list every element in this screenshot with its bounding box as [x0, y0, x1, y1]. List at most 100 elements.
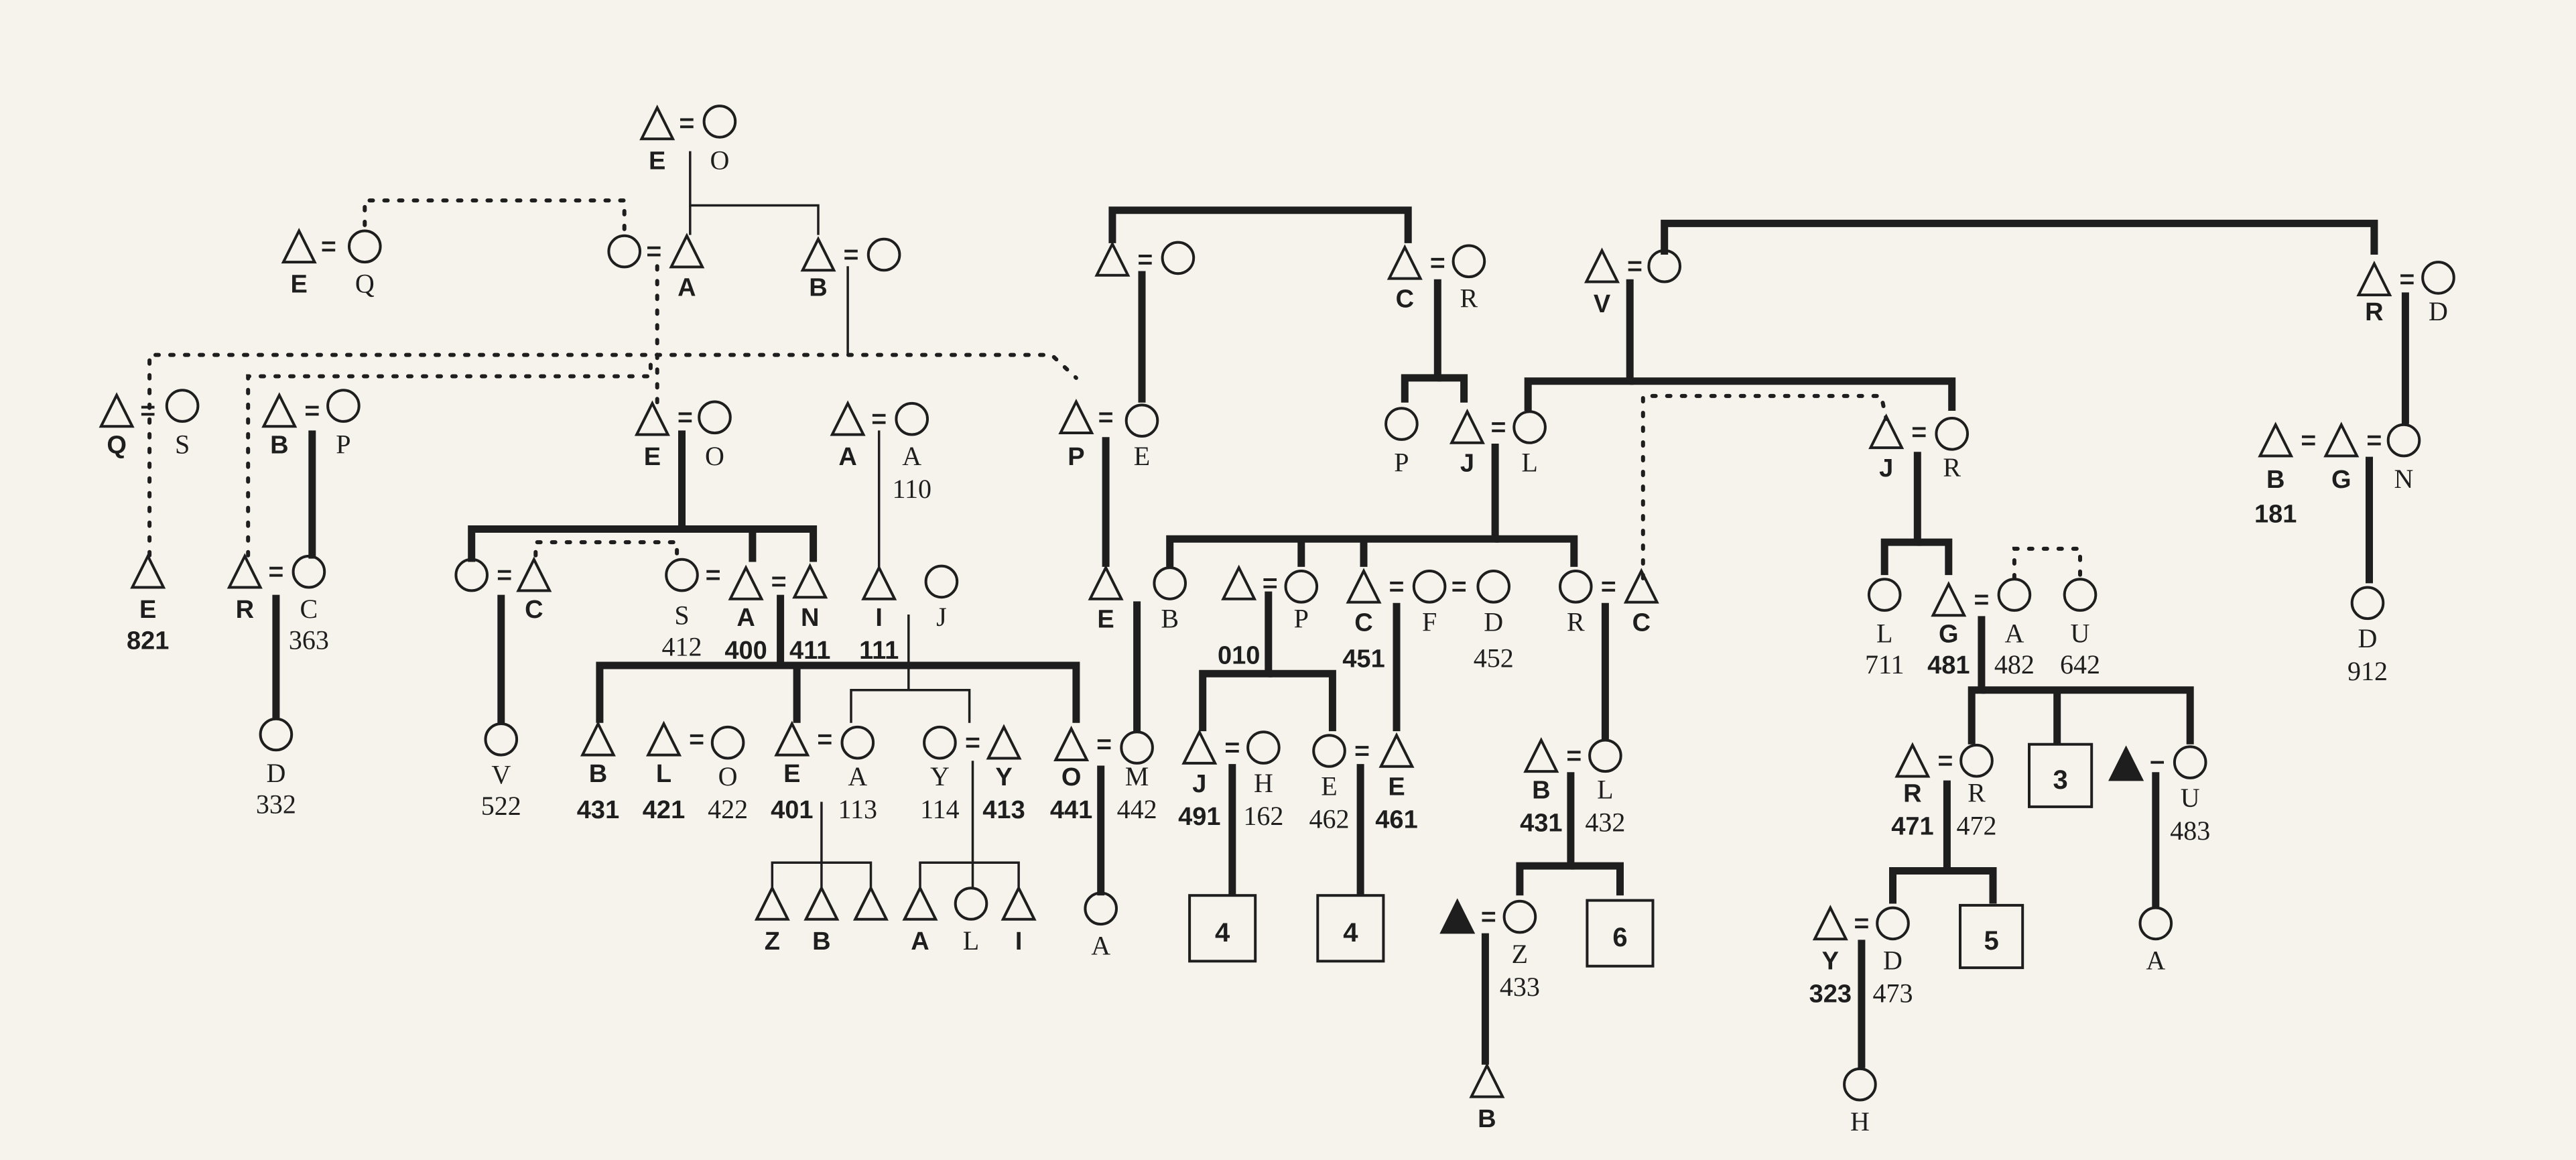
kin-label: M: [1125, 761, 1149, 791]
kin-label: H: [1254, 768, 1273, 798]
kin-label: P: [1394, 448, 1409, 478]
kin-label: 462: [1309, 804, 1350, 834]
kin-line: [147, 352, 1078, 558]
kin-label: A: [2146, 946, 2165, 976]
kin-label: 421: [643, 796, 685, 824]
triangle-male-icon: [580, 720, 616, 757]
triangle-male-icon: [99, 392, 135, 428]
circle-female-icon: [607, 234, 642, 269]
triangle-male-icon: [281, 228, 317, 264]
kin-label: I: [875, 604, 883, 632]
kin-label: 481: [1927, 651, 1970, 680]
kin-label: E: [1321, 771, 1337, 801]
kin-label: E: [1097, 606, 1114, 634]
circle-female-icon: [2173, 745, 2207, 779]
kin-label: V: [1594, 290, 1611, 318]
kin-label: 452: [1474, 643, 1514, 673]
kin-label: 471: [1891, 813, 1933, 841]
kin-label: E: [291, 270, 308, 298]
kin-label: 400: [724, 637, 767, 665]
triangle-male-icon: [754, 885, 790, 921]
circle-female-icon: [2138, 906, 2173, 941]
kin-label: 522: [481, 791, 521, 821]
kin-label: 401: [771, 796, 813, 824]
circle-female-icon: [326, 389, 361, 423]
triangle-male-icon: [645, 720, 682, 757]
kin-label: 4: [1343, 918, 1358, 948]
kin-label: B: [270, 432, 288, 460]
kin-label: A: [1091, 931, 1110, 961]
kin-label: 3: [2053, 765, 2067, 795]
kin-label: B: [2266, 466, 2284, 494]
kin-label: R: [1943, 452, 1961, 482]
circle-female-icon: [924, 564, 959, 599]
kin-label: 711: [1865, 649, 1905, 680]
triangle-male-icon: [1001, 885, 1037, 921]
kin-line: [1640, 393, 1888, 580]
kin-label: Y: [995, 763, 1012, 791]
kin-label: E: [649, 147, 665, 176]
circle-female-icon: [1476, 570, 1510, 604]
kin-label: C: [1396, 285, 1414, 314]
circle-female-icon: [1246, 730, 1281, 765]
kin-label: B: [812, 927, 830, 956]
circle-female-icon: [1843, 1067, 1877, 1102]
triangle-male-icon: [261, 392, 298, 428]
kin-label: 323: [1809, 980, 1852, 1009]
circle-female-icon: [710, 725, 745, 760]
kin-line: [919, 761, 974, 887]
triangle-male-icon: [2323, 422, 2360, 458]
kin-label: D: [1883, 946, 1903, 976]
kin-label: O: [1061, 763, 1082, 791]
kin-line: [596, 594, 785, 723]
kin-label: N: [2394, 464, 2414, 494]
kin-line: [1166, 444, 1499, 567]
kin-line: [1917, 538, 1953, 576]
circle-female-icon: [1559, 570, 1593, 604]
kin-label: 413: [982, 796, 1025, 824]
kin-label: 431: [1520, 810, 1562, 838]
triangle-male-icon: [1053, 725, 1090, 761]
triangle-male-icon: [800, 236, 836, 272]
kin-line: [771, 801, 823, 887]
kin-label: R: [236, 596, 254, 624]
kin-label: 412: [662, 631, 702, 661]
kin-label: A: [2004, 619, 2024, 649]
circle-female-icon: [484, 722, 519, 757]
circle-female-icon: [2063, 578, 2098, 612]
kin-label: 111: [859, 637, 899, 665]
circle-female-icon: [348, 229, 382, 264]
kin-label: 363: [289, 625, 329, 655]
circle-female-icon: [1935, 417, 1969, 451]
kin-label: 451: [1342, 645, 1384, 673]
kin-label: E: [1134, 441, 1150, 471]
kin-line: [1401, 279, 1441, 403]
circle-female-icon: [1502, 899, 1537, 934]
circle-female-icon: [840, 725, 875, 760]
triangle-male-icon: [1449, 408, 1485, 444]
kin-line: [821, 861, 873, 887]
triangle-male-icon: [1221, 564, 1257, 600]
group-box: [1959, 903, 2024, 970]
group-box: [1188, 894, 1257, 963]
kin-line: [1947, 867, 1997, 904]
triangle-male-icon: [902, 885, 938, 921]
kin-label: 181: [2254, 501, 2297, 529]
circle-female-icon: [292, 554, 326, 589]
triangle-male-icon: [774, 720, 810, 757]
kin-label: D: [266, 758, 285, 788]
kin-label: C: [1632, 609, 1651, 637]
circle-female-icon: [1867, 578, 1902, 612]
triangle-male-icon: [639, 105, 675, 141]
circle-female-icon: [895, 401, 929, 436]
kin-label: J: [1879, 454, 1893, 482]
kin-label: E: [1388, 773, 1405, 801]
triangle-male-icon: [227, 553, 263, 589]
circle-female-icon: [1997, 578, 2032, 612]
kin-label: C: [300, 594, 318, 624]
circle-female-icon: [866, 237, 901, 272]
kin-label: 482: [1994, 649, 2035, 680]
kin-line: [1516, 772, 1575, 896]
kin-line: [1880, 452, 1921, 576]
